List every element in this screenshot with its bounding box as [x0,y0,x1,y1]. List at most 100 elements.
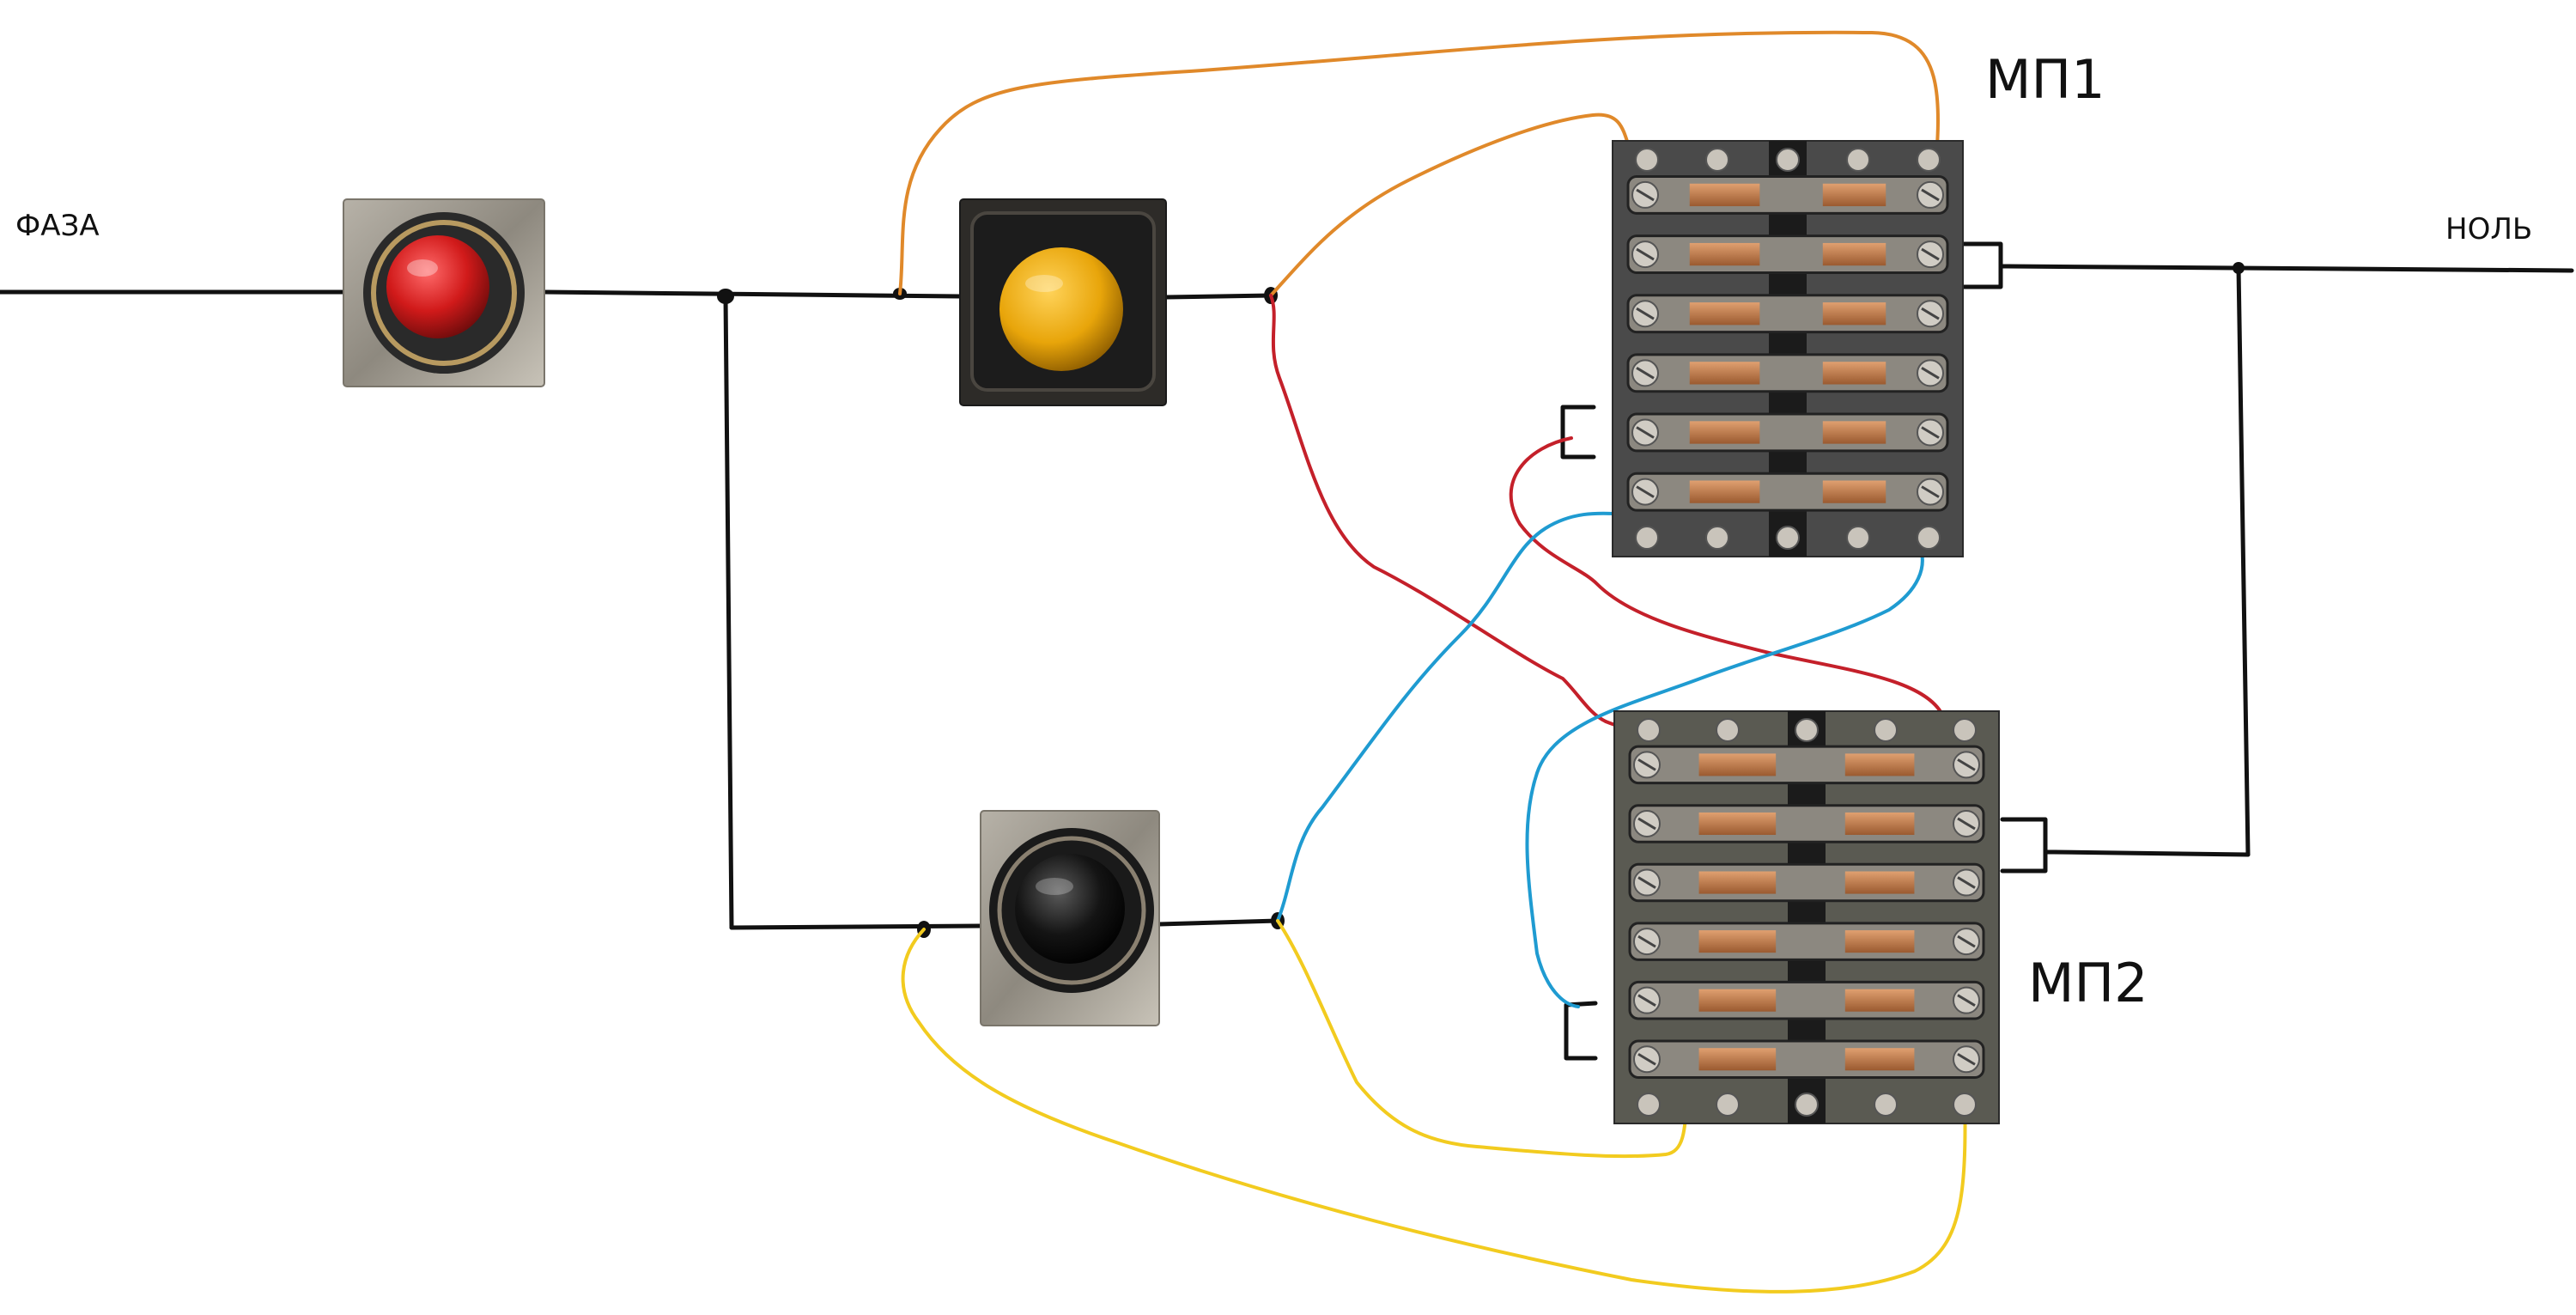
contact-row [1626,472,1949,512]
screw-icon [1635,526,1659,550]
copper-contact [1844,812,1915,835]
orange-wire-mid [1269,113,1663,297]
button-highlight [407,259,438,277]
copper-contact [1822,480,1886,503]
screw-slot [1921,367,1940,380]
screw-slot [1637,876,1656,889]
copper-contact [1698,812,1777,835]
wire-stop-to-start1 [542,289,963,299]
junction-dot [2233,262,2245,274]
contactor-1-label: МП1 [1985,48,2105,111]
screw-slot [1637,935,1656,948]
screw-slot [1957,876,1976,889]
screw-icon [1637,1093,1661,1117]
contact-row [1628,745,1985,785]
contactor-mp1[interactable] [1612,140,1964,557]
button-highlight [1025,275,1063,292]
screw-slot [1636,367,1655,380]
screw-icon [1776,526,1800,550]
orange-wire-top [898,30,1940,295]
phase-label: ФАЗА [15,209,100,243]
blue-wire-b [1525,538,1924,1008]
screw-icon [1637,718,1661,742]
screw-slot [1637,758,1656,771]
start-button-2[interactable] [980,810,1160,1026]
screw-slot [1921,426,1940,439]
neutral-wire [2005,264,2574,273]
mp2-aux-bracket [1564,1001,1598,1061]
red-pushbutton-icon [386,235,489,338]
wire-junction-down [723,294,734,930]
copper-contact [1844,930,1915,953]
junction-dot [717,289,734,304]
screw-icon [1795,718,1819,742]
button-ring [371,220,517,366]
red-wire [1269,294,1944,723]
copper-contact [1822,362,1886,385]
main-wires [0,241,2574,1061]
screw-icon [1874,718,1898,742]
colored-wires [898,30,1967,1294]
yellow-pushbutton-icon [999,247,1123,371]
screw-icon [1705,526,1729,550]
copper-contact [1698,1048,1777,1071]
button-ring [997,836,1146,985]
screw-slot [1957,758,1976,771]
contact-row [1628,1039,1985,1080]
contact-row [1628,804,1985,843]
screw-slot [1957,1052,1976,1066]
screw-slot [1921,188,1940,202]
screw-icon [1716,718,1740,742]
wire-bottom-branch [729,923,983,930]
copper-contact [1844,1048,1915,1071]
screw-slot [1637,817,1656,831]
screw-slot [1921,307,1940,320]
screw-icon [1776,148,1800,172]
screw-icon [1917,526,1941,550]
screw-slot [1636,188,1655,202]
screw-icon [1635,148,1659,172]
wire-mp2-to-neutral [2051,849,2251,857]
screw-icon [1953,718,1977,742]
neutral-drop [2236,265,2251,857]
copper-contact [1698,871,1777,894]
screw-slot [1637,994,1656,1007]
screw-slot [1957,994,1976,1007]
screw-slot [1957,817,1976,831]
screw-slot [1921,485,1940,498]
contact-row [1626,234,1949,274]
copper-contact [1844,871,1915,894]
screw-icon [1917,148,1941,172]
screw-icon [1846,148,1870,172]
copper-contact [1844,989,1915,1012]
copper-contact [1689,302,1760,326]
copper-contact [1698,753,1777,776]
contact-row [1628,980,1985,1020]
start-button-1[interactable] [959,198,1167,406]
screw-icon [1874,1093,1898,1117]
screw-slot [1636,307,1655,320]
copper-contact [1689,362,1760,385]
black-pushbutton-icon [1015,854,1125,964]
contact-row [1626,294,1949,334]
screw-icon [1953,1093,1977,1117]
screw-slot [1921,247,1940,261]
wire-start2-out [1157,918,1280,927]
junctions [717,262,2245,938]
stop-button[interactable] [343,198,545,387]
mp1-coil-bracket [1957,241,2012,289]
screw-slot [1636,485,1655,498]
yellow-wire-b [901,928,1967,1294]
screw-icon [1705,148,1729,172]
contact-row [1626,412,1949,453]
neutral-label: НОЛЬ [2445,212,2532,247]
copper-contact [1689,421,1760,444]
contactor-mp2[interactable] [1613,710,2000,1124]
copper-contact [1822,421,1886,444]
copper-contact [1822,302,1886,326]
contactor-2-label: МП2 [2028,952,2148,1014]
button-highlight [1036,878,1073,895]
mp2-coil-bracket [2000,817,2058,874]
blue-wire-a [1276,511,1629,922]
